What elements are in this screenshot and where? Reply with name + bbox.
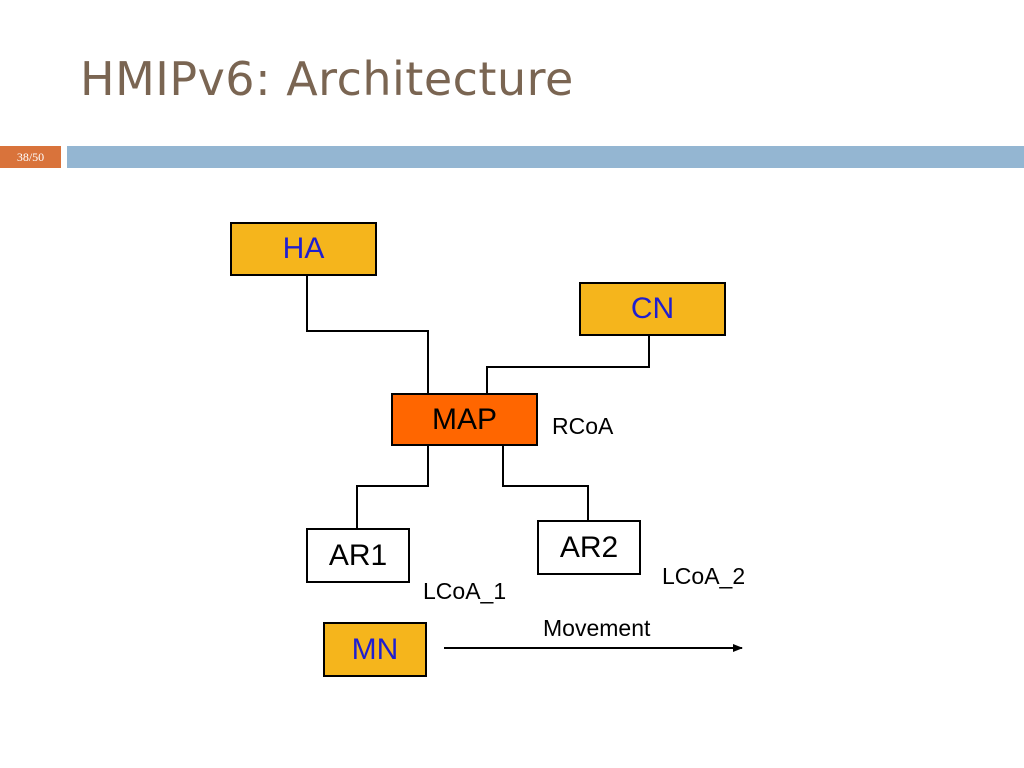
label-movement: Movement xyxy=(543,615,651,641)
label-lcoa-2: LCoA_2 xyxy=(662,563,746,589)
node-cn: CN xyxy=(579,282,726,336)
node-map: MAP xyxy=(391,393,538,446)
label-lcoa-1: LCoA_1 xyxy=(423,578,507,604)
edge-map-ar1 xyxy=(356,446,429,528)
slide-title: HMIPv6: Architecture xyxy=(80,52,574,106)
node-ar1: AR1 xyxy=(306,528,410,583)
node-mn: MN xyxy=(323,622,427,677)
node-ar2: AR2 xyxy=(537,520,641,575)
node-ha: HA xyxy=(230,222,377,276)
edge-map-ar2 xyxy=(502,446,589,520)
label-rcoa: RCoA xyxy=(552,413,614,439)
slide-number-badge: 38/50 xyxy=(0,146,61,168)
edge-cn-map xyxy=(486,336,650,393)
edge-ha-map xyxy=(306,276,429,393)
header-bar xyxy=(67,146,1024,168)
